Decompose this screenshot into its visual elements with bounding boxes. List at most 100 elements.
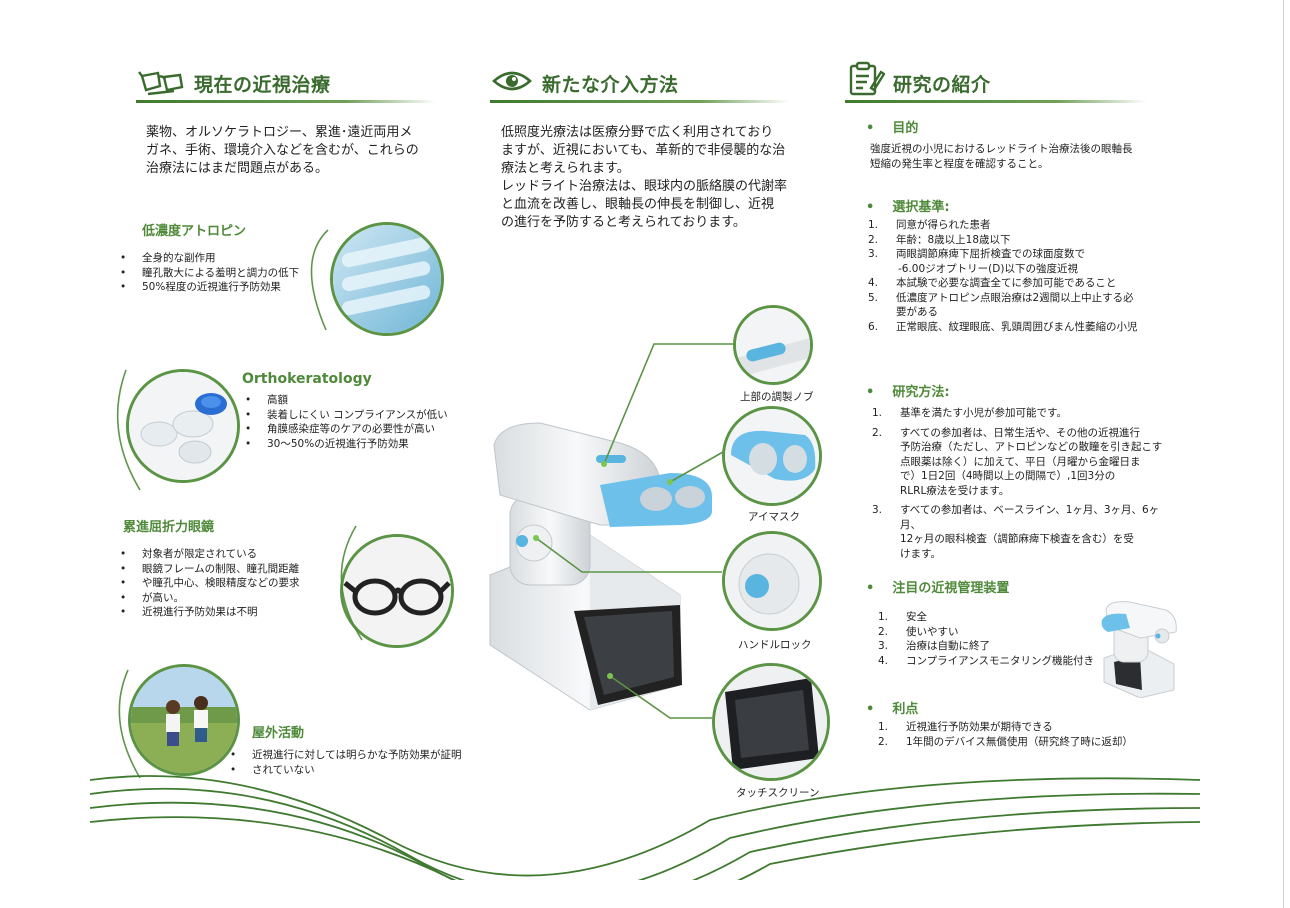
list-item: や瞳孔中心、検眼精度などの要求	[118, 576, 338, 591]
method-list: 1.基準を満たす小児が参加可能です。 2.すべての参加者は、日常生活や、その他の…	[870, 406, 1180, 561]
list-text: すべての参加者は、日常生活や、その他の近視進行	[900, 426, 1141, 439]
eye-drops-image	[330, 222, 444, 336]
section-new-method: 新たな介入方法	[490, 62, 800, 112]
list-item: 近視進行に対しては明らかな予防効果が証明	[228, 748, 488, 763]
list-text: 12ヶ月の眼科検査（調節麻痺下検査を含む）を受	[900, 533, 1134, 545]
list-text: 1年間のデバイス無償使用（研究終了時に返却）	[906, 735, 1133, 748]
list-text: 近視進行予防効果が期待できる	[906, 721, 1053, 733]
contact-lens-case-image	[126, 369, 240, 483]
paragraph-line: 低照度光療法は医療分野で広く利用されており	[501, 125, 774, 140]
list-number: 1.	[872, 407, 883, 419]
section-current-treatment: 現在の近視治療	[136, 62, 446, 112]
benefit-title-text: 利点	[892, 702, 919, 717]
method-title-text: 研究方法:	[892, 385, 950, 400]
list-item: 2. 1年間のデバイス無償使用（研究終了時に返却）	[876, 735, 1186, 750]
lens-list: 対象者が限定されている 眼鏡フレームの制限、瞳孔間距離 や瞳孔中心、検眼精度など…	[118, 547, 338, 620]
callout-lines	[533, 343, 733, 719]
device-list: 1. 安全 2. 使いやすい 3.治療は自動に終了 4. コンプライアンスモニタリング…	[876, 610, 1106, 668]
list-item: 瞳孔散大による羞明と調力の低下	[118, 266, 338, 281]
atropine-list: 全身的な副作用 瞳孔散大による羞明と調力の低下 50%程度の近視進行予防効果	[118, 251, 338, 295]
list-item: 3.すべての参加者は、ベースライン、1ヶ月、3ヶ月、6ヶ月、12ヶ月の眼科検査（…	[870, 503, 1180, 561]
ortho-title: Orthokeratology	[242, 371, 372, 387]
list-item: 近視進行予防効果は不明	[118, 605, 338, 620]
knob-label: 上部の調製ノブ	[740, 391, 814, 403]
paragraph-line: の進行を予防すると考えられております。	[501, 215, 746, 230]
lens-title: 累進屈折力眼鏡	[123, 520, 215, 535]
touchscreen-callout-image	[712, 663, 830, 781]
list-number: 5.	[868, 291, 879, 304]
list-number: 2.	[868, 233, 879, 246]
list-item: 1. 近視進行予防効果が期待できる	[876, 720, 1186, 735]
list-number: 1.	[878, 611, 889, 623]
list-item: 1. 安全	[876, 610, 1106, 625]
list-text: 要がある	[896, 306, 938, 318]
list-text: 点眼薬は除く）に加えて、平日（月曜から金曜日ま	[900, 455, 1141, 468]
criteria-list: 1. 同意が得られた患者 2.年齢：8歳以上18歳以下 3.両眼調節麻痺下屈折検査…	[866, 218, 1176, 334]
current-treatment-intro: 薬物、オルソケラトロジー、累進･遠近両用メ ガネ、手術、環境介入などを含むが、こ…	[146, 124, 446, 178]
list-text: 本試験で必要な調査全てに参加可能であること	[896, 277, 1117, 289]
list-text: 同意が得られた患者	[896, 219, 991, 231]
list-item: 30～50%の近視進行予防効果	[243, 437, 473, 452]
list-item: 50%程度の近視進行予防効果	[118, 280, 338, 295]
ortho-list: 高額 装着しにくい コンプライアンスが低い 角膜感染症等のケアの必要性が高い 3…	[243, 393, 473, 451]
list-item-continued: されていない	[252, 763, 315, 776]
paragraph-line: レッドライト治療法は、眼球内の脈絡膜の代謝率	[501, 179, 788, 194]
intro-line: 薬物、オルソケラトロジー、累進･遠近両用メ	[146, 125, 413, 140]
bullet-dot: •	[866, 581, 875, 596]
list-item: 対象者が限定されている	[118, 547, 338, 562]
purpose-title: • 目的	[866, 117, 918, 136]
list-item-continued: が高い。	[142, 591, 184, 604]
eyemask-label: アイマスク	[748, 511, 800, 523]
list-text: 予防治療（ただし、アトロピンなどの散瞳を引き起こす	[900, 441, 1163, 453]
bullet-dot: •	[866, 121, 875, 136]
criteria-title-text: 選択基準:	[892, 200, 950, 215]
list-item: 2. 使いやすい	[876, 625, 1106, 640]
list-text: コンプライアンスモニタリング機能付き	[906, 654, 1095, 667]
criteria-title: •選択基準:	[866, 196, 950, 215]
outdoor-list: 近視進行に対しては明らかな予防効果が証明 されていない	[228, 748, 488, 777]
list-number: 2.	[872, 426, 883, 439]
purpose-title-text: 目的	[892, 121, 919, 136]
list-item: 3.両眼調節麻痺下屈折検査での球面度数で-6.00ジオプトリー(D)以下の強度近…	[866, 247, 1176, 276]
list-item: 全身的な副作用	[118, 251, 338, 266]
new-method-paragraph: 低照度光療法は医療分野で広く利用されており ますが、近視においても、革新的で非侵…	[501, 124, 811, 232]
list-item: が高い。	[118, 591, 338, 606]
list-item: 装着しにくい コンプライアンスが低い	[243, 408, 473, 423]
intro-line: ガネ、手術、環境介入などを含むが、これらの	[146, 143, 419, 158]
list-text: 両眼調節麻痺下屈折検査での球面度数で	[896, 248, 1085, 260]
list-item: 4.本試験で必要な調査全てに参加可能であること	[866, 276, 1176, 291]
list-number: 2.	[878, 625, 889, 638]
list-item: 3.治療は自動に終了	[876, 639, 1106, 654]
list-item: 2.年齢：8歳以上18歳以下	[866, 233, 1176, 248]
atropine-title: 低濃度アトロピン	[142, 224, 247, 239]
section-title: 研究の紹介	[893, 74, 991, 96]
eyeglasses-image	[340, 534, 454, 648]
list-text: 安全	[906, 611, 927, 623]
page-right-border	[1283, 0, 1284, 908]
list-number: 1.	[868, 219, 879, 231]
intro-line: 治療法にはまだ問題点がある。	[146, 161, 329, 176]
paragraph-line: ますが、近視においても、革新的で非侵襲的な治	[501, 143, 786, 158]
list-number: 4.	[878, 654, 889, 667]
list-item: 5.低濃度アトロピン点眼治療は2週間以上中止する必要がある	[866, 291, 1176, 320]
purpose-text: 強度近視の小児におけるレッドライト治療法後の眼軸長 短縮の発生率と程度を確認する…	[870, 142, 1170, 171]
list-text: 使いやすい	[906, 625, 959, 638]
list-number: 1.	[878, 721, 889, 733]
section-study-intro: 研究の紹介	[845, 58, 1155, 112]
bullet-dot: •	[866, 702, 875, 717]
list-item: 眼鏡フレームの制限、瞳孔間距離	[118, 562, 338, 577]
clipboard-icon	[847, 60, 886, 98]
purpose-line: 短縮の発生率と程度を確認すること。	[870, 157, 1049, 170]
list-number: 2.	[878, 735, 889, 748]
list-text: 治療は自動に終了	[906, 640, 990, 652]
list-text: で）1日2回（4時間以上の間隔で）,1回3分の	[900, 470, 1116, 482]
list-text: -6.00ジオプトリー(D)以下の強度近視	[898, 262, 1078, 275]
list-item: 6.正常眼底、紋理眼底、乳頭周囲びまん性萎縮の小児	[866, 320, 1176, 335]
method-title: •研究方法:	[866, 381, 950, 400]
section-title: 新たな介入方法	[542, 74, 679, 96]
glasses-icon	[138, 68, 186, 98]
list-text: すべての参加者は、ベースライン、1ヶ月、3ヶ月、6ヶ月、	[900, 504, 1160, 531]
eyemask-callout-image	[722, 406, 822, 506]
list-text: RLRL療法を受けます。	[900, 484, 1010, 497]
list-item: 角膜感染症等のケアの必要性が高い	[243, 422, 473, 437]
